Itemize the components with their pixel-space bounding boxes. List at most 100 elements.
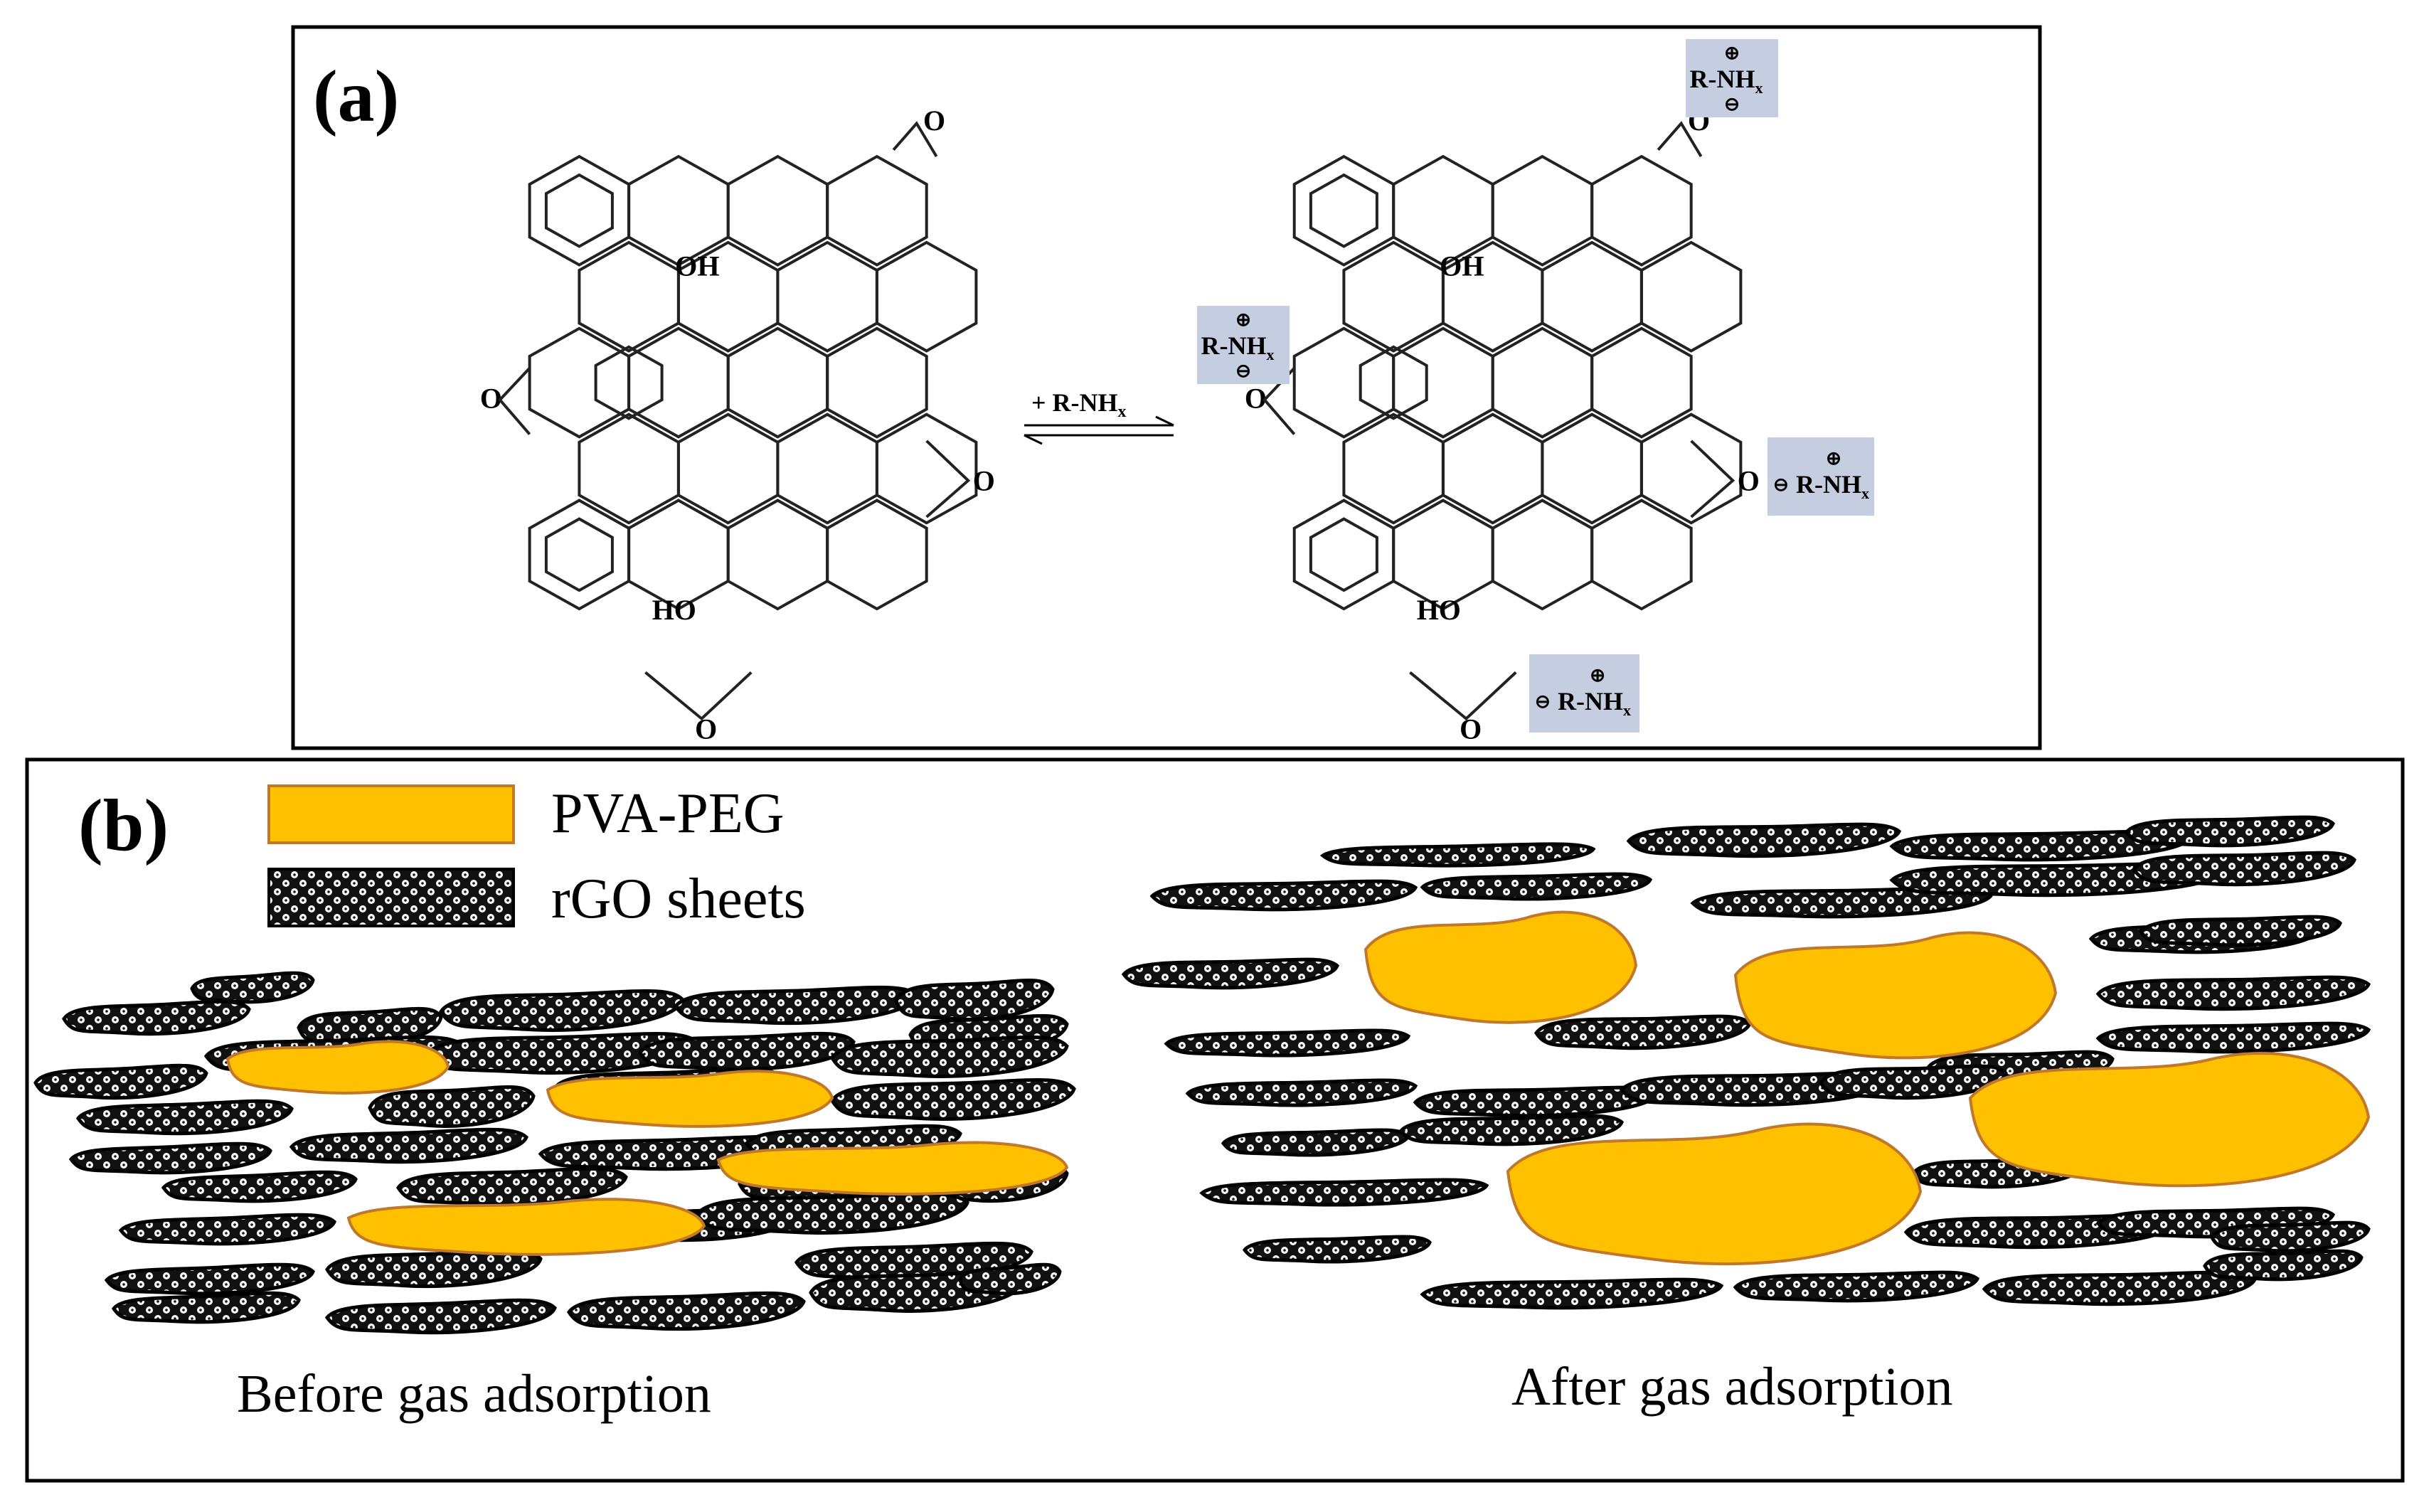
arrow-reagent-label: + R-NHx [1031, 388, 1127, 421]
epoxide-bond [498, 367, 531, 435]
rgo-sheet [62, 999, 251, 1036]
ho-label: HO [1417, 594, 1461, 626]
epoxide-o-top: O [923, 105, 945, 137]
rgo-sheet [2124, 815, 2335, 848]
rgo-sheet [1626, 822, 1902, 858]
lattice-ring [1590, 326, 1693, 439]
lattice-ring [826, 326, 928, 439]
amine-highlights: ⊕R-NHx⊖⊕R-NHx⊖⊖⊕R-NHx⊖⊕R-NHx [1197, 39, 1874, 733]
rgo-sheet [111, 1291, 301, 1324]
rgo-sheet [1199, 1178, 1489, 1207]
rgo-sheet [1149, 879, 1418, 912]
plus-sign: ⊕ [1590, 665, 1605, 686]
rgo-sheet [830, 1077, 1076, 1121]
ether-o-right: O [973, 465, 995, 497]
amine-highlight-box [1197, 306, 1290, 384]
oh-label: OH [1440, 250, 1484, 282]
panel-b-label: (b) [78, 784, 169, 866]
epoxide-o-left: O [480, 382, 502, 414]
pva-peg-domain [1506, 1122, 1923, 1266]
rgo-sheet [694, 1191, 969, 1235]
equilibrium-arrow: + R-NHx [1024, 388, 1174, 445]
rgo-sheet [1420, 872, 1653, 901]
rgo-sheet [958, 1262, 1062, 1296]
rgo-sheet [1733, 1270, 1980, 1303]
amine-group: ⊕R-NHx⊖ [1686, 39, 1778, 117]
aromatic-ring [594, 345, 664, 420]
rgo-sheet [324, 1298, 557, 1335]
rgo-sheet [1121, 957, 1339, 990]
aromatic-ring [544, 517, 614, 592]
amine-highlight-box [1529, 654, 1639, 733]
ether-o-right: O [1738, 465, 1760, 497]
rgo-sheet [2131, 851, 2356, 887]
panel-a-frame [291, 25, 2042, 750]
molecule-left: OH HO O O O O [480, 105, 995, 745]
amine-label: R-NHx [1796, 470, 1869, 502]
minus-sign: ⊖ [1773, 474, 1789, 495]
rgo-sheet [2095, 1021, 2371, 1054]
before-gas-composite [33, 971, 1076, 1335]
plus-sign: ⊕ [1235, 309, 1251, 330]
rgo-sheet [1398, 1114, 1624, 1146]
amine-group: ⊕R-NHx⊖ [1197, 306, 1290, 384]
rgo-sheet [396, 1166, 628, 1207]
rgo-sheet [2203, 1249, 2364, 1282]
pva-peg-domain [1968, 1052, 2371, 1188]
epoxide-bond [892, 121, 938, 158]
lattice-ring [1639, 240, 1743, 353]
amine-highlight-box [1768, 437, 1874, 516]
epoxide-bond [644, 671, 753, 721]
epoxide-bond [1657, 121, 1703, 158]
pva-peg-domain [225, 1040, 450, 1095]
rgo-sheet [566, 1291, 806, 1331]
amine-label: R-NHx [1201, 331, 1275, 363]
oh-label: OH [675, 250, 719, 282]
epoxide-bond [1409, 671, 1517, 721]
amine-label: R-NHx [1558, 687, 1631, 719]
plus-sign: ⊕ [1724, 43, 1740, 63]
plus-sign: ⊕ [1826, 448, 1841, 469]
ho-label: HO [652, 594, 696, 626]
aromatic-ring [1309, 173, 1378, 248]
aromatic-ring [544, 173, 614, 248]
lattice-ring [1639, 412, 1743, 525]
epoxide-o-bottom: O [695, 713, 717, 745]
lattice-ring [826, 499, 928, 611]
legend-pva-swatch [267, 784, 515, 844]
rgo-sheet [1164, 1028, 1411, 1058]
ether-bond [1690, 440, 1735, 518]
aromatic-ring [1359, 345, 1428, 420]
epoxide-o-bottom: O [1460, 713, 1482, 745]
legend: PVA-PEG rGO sheets [267, 782, 806, 930]
ether-bond [925, 440, 971, 518]
aromatic-ring [1309, 517, 1378, 592]
lattice-ring [826, 154, 928, 267]
rgo-sheet [2210, 1220, 2371, 1253]
lattice-ring [1590, 154, 1693, 267]
pva-peg-domain [716, 1141, 1069, 1196]
pva-peg-domain [546, 1070, 834, 1128]
rgo-sheet [1420, 1277, 1724, 1310]
minus-sign: ⊖ [1235, 361, 1251, 381]
pva-peg-domain [1364, 910, 1638, 1024]
rgo-sheet [1819, 1064, 2008, 1100]
epoxide-o-left: O [1245, 382, 1267, 414]
minus-sign: ⊖ [1724, 94, 1740, 115]
rgo-sheet [638, 1031, 856, 1072]
legend-rgo-label: rGO sheets [551, 868, 806, 930]
rgo-sheet [325, 1248, 543, 1289]
legend-rgo-swatch [267, 868, 515, 927]
amine-label: R-NHx [1690, 65, 1763, 97]
caption-after: After gas adsorption [1511, 1357, 1953, 1417]
lattice-ring [1590, 499, 1693, 611]
rgo-sheet [289, 1127, 528, 1164]
rgo-sheet [368, 1085, 536, 1128]
legend-pva-label: PVA-PEG [551, 782, 785, 845]
rgo-sheet [894, 978, 1055, 1021]
amine-group: ⊖ ⊕R-NHx [1768, 437, 1874, 516]
rgo-sheet [118, 1213, 336, 1246]
lattice-ring [875, 412, 978, 525]
